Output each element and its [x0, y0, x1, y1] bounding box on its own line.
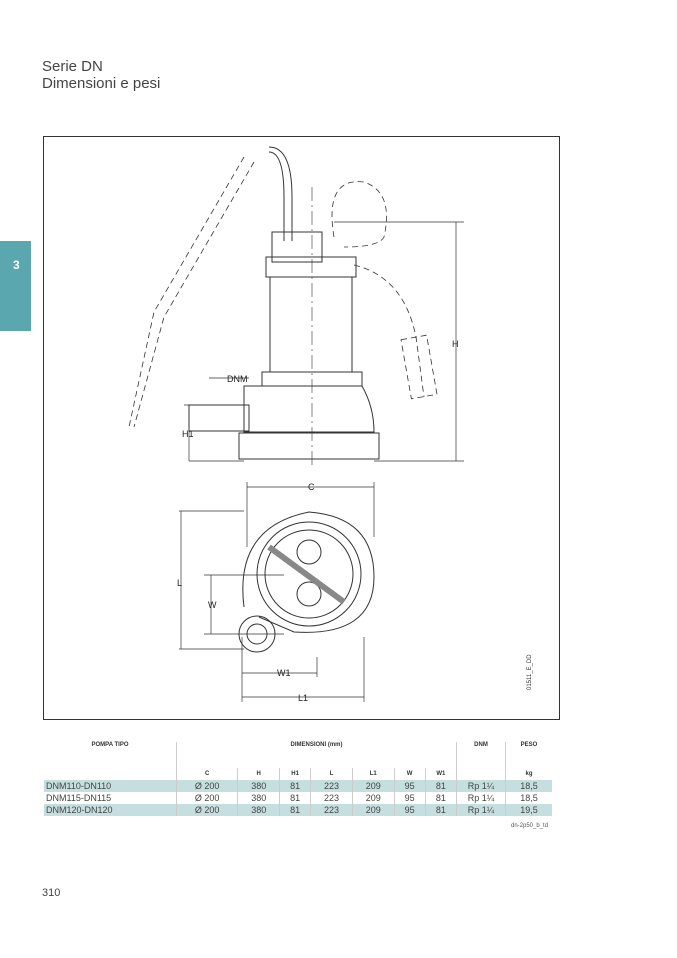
chapter-tab: 3 — [0, 241, 31, 331]
subheader-w1: W1 — [424, 768, 457, 780]
label-h: H — [452, 339, 459, 349]
subheader-h1: H1 — [279, 768, 311, 780]
label-c: C — [308, 482, 315, 492]
subheader-kg: kg — [505, 768, 552, 780]
cell-h1: 81 — [279, 792, 311, 804]
label-w1: W1 — [277, 668, 291, 678]
cell-h: 380 — [237, 792, 280, 804]
header-weight: PESO — [505, 742, 552, 768]
subheader-w: W — [393, 768, 426, 780]
cell-w: 95 — [393, 792, 426, 804]
cell-model: DNM110-DN110 — [44, 780, 177, 792]
subheader-l1: L1 — [351, 768, 395, 780]
page-number: 310 — [42, 887, 61, 899]
cell-w: 95 — [393, 780, 426, 792]
cell-h: 380 — [237, 780, 280, 792]
header-model: POMPA TIPO — [91, 742, 129, 748]
cell-kg: 18,5 — [505, 792, 552, 804]
cell-model: DNM120-DN120 — [44, 804, 177, 816]
cell-w1: 81 — [424, 804, 457, 816]
cell-h1: 81 — [279, 804, 311, 816]
cell-h1: 81 — [279, 780, 311, 792]
dimensions-table: POMPA TIPO DIMENSIONI (mm) DNM PESO C H … — [44, 742, 552, 816]
subheader-h: H — [237, 768, 280, 780]
cell-l: 223 — [310, 792, 353, 804]
section-title: Dimensioni e pesi — [42, 75, 161, 92]
series-title: Serie DN — [42, 58, 103, 75]
header-dnm: DNM — [456, 742, 506, 768]
label-l: L — [177, 578, 182, 588]
pump-side-view — [188, 146, 380, 467]
header-dimensions: DIMENSIONI (mm) — [176, 742, 457, 768]
label-l1: L1 — [298, 693, 308, 703]
cell-kg: 18,5 — [505, 780, 552, 792]
table-row: DNM120-DN120 Ø 200 380 81 223 209 95 81 … — [44, 804, 552, 816]
cell-l: 223 — [310, 780, 353, 792]
label-dnm: DNM — [227, 374, 248, 384]
table-row: DNM115-DN115 Ø 200 380 81 223 209 95 81 … — [44, 792, 552, 804]
cell-l1: 209 — [351, 804, 395, 816]
cell-l: 223 — [310, 804, 353, 816]
dimension-drawing: DNM H1 H C L W W1 L1 — [43, 136, 560, 720]
chapter-number: 3 — [13, 258, 20, 272]
cell-c: Ø 200 — [175, 780, 238, 792]
drawing-code: 01511_E_DD — [527, 654, 533, 690]
table-row: DNM110-DN110 Ø 200 380 81 223 209 95 81 … — [44, 780, 552, 792]
cell-h: 380 — [237, 804, 280, 816]
cell-dnm: Rp 1¼ — [456, 780, 506, 792]
pump-drawing-svg: DNM H1 H C L W W1 L1 — [128, 146, 464, 703]
cell-c: Ø 200 — [175, 804, 238, 816]
cell-kg: 19,5 — [505, 804, 552, 816]
subheader-l: L — [310, 768, 353, 780]
table-code: dn-2p50_b_td — [511, 823, 549, 829]
label-w: W — [208, 600, 217, 610]
cell-l1: 209 — [351, 792, 395, 804]
label-h1: H1 — [182, 429, 194, 439]
cell-w: 95 — [393, 804, 426, 816]
cell-w1: 81 — [424, 780, 457, 792]
cell-l1: 209 — [351, 780, 395, 792]
cell-dnm: Rp 1¼ — [456, 792, 506, 804]
cell-w1: 81 — [424, 792, 457, 804]
cell-model: DNM115-DN115 — [46, 793, 112, 803]
cell-c: Ø 200 — [175, 792, 238, 804]
cell-dnm: Rp 1¼ — [456, 804, 506, 816]
pump-top-view — [238, 511, 375, 653]
subheader-c: C — [175, 768, 238, 780]
dimension-lines — [179, 221, 464, 702]
